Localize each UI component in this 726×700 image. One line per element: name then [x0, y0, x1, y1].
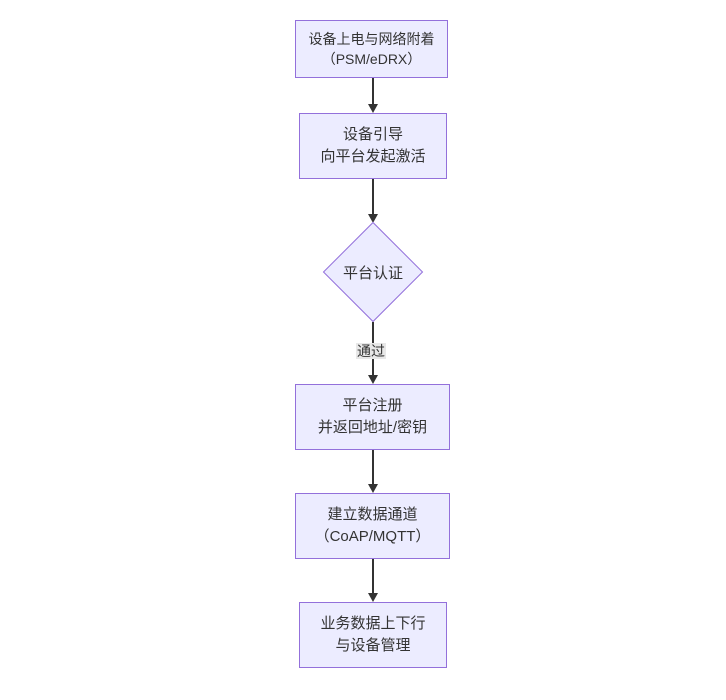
edge-line	[372, 78, 374, 105]
node-text-line: 建立数据通道	[327, 506, 418, 523]
edge-line	[372, 559, 374, 594]
flow-node-data-channel: 建立数据通道 （CoAP/MQTT）	[295, 493, 450, 559]
node-text-line: 平台注册	[342, 397, 403, 414]
arrowhead-icon	[368, 593, 378, 602]
flow-node-platform-register: 平台注册 并返回地址/密钥	[295, 384, 450, 450]
flow-node-business-data: 业务数据上下行 与设备管理	[299, 602, 447, 668]
edge-line	[372, 450, 374, 485]
arrowhead-icon	[368, 104, 378, 113]
flow-node-bootstrap-activate: 设备引导 向平台发起激活	[299, 113, 447, 179]
node-text-line: 设备上电与网络附着	[308, 31, 435, 47]
flow-node-platform-auth: 平台认证	[322, 221, 424, 323]
arrowhead-icon	[368, 375, 378, 384]
edge-line	[372, 179, 374, 215]
node-text-line: （PSM/eDRX）	[321, 51, 422, 67]
node-text-line: 与设备管理	[335, 637, 411, 654]
node-text-line: 设备引导	[342, 126, 403, 143]
node-text-line: 并返回地址/密钥	[317, 419, 428, 436]
arrowhead-icon	[368, 484, 378, 493]
node-text-line: 向平台发起激活	[320, 148, 426, 165]
node-text-line: 业务数据上下行	[320, 615, 426, 632]
node-text-line: （CoAP/MQTT）	[314, 528, 431, 545]
node-text-line: 平台认证	[342, 264, 403, 282]
flow-node-power-on-attach: 设备上电与网络附着 （PSM/eDRX）	[295, 20, 448, 78]
arrowhead-icon	[368, 214, 378, 223]
edge-label-pass: 通过	[356, 343, 386, 359]
